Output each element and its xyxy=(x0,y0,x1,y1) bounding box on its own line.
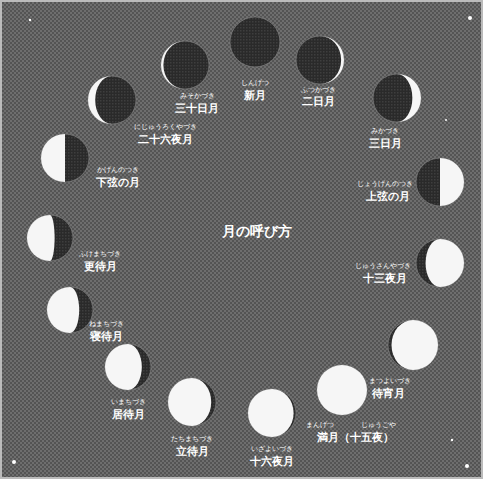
furigana-reading: まんげつ xyxy=(306,422,334,429)
furigana-reading: かげんのつき xyxy=(97,167,139,174)
moon-phase: いざよいづき十六夜月 xyxy=(248,389,296,437)
moon-disc xyxy=(161,41,209,89)
furigana-reading: じょうげんのつき xyxy=(357,181,413,188)
moon-phase: じゅうさんやづき十三夜月 xyxy=(416,239,464,287)
moon-disc xyxy=(388,320,438,370)
moon-phase: ふつかづき二日月 xyxy=(296,36,344,84)
moon-disc xyxy=(416,158,464,206)
diagram-title: 月の呼び方 xyxy=(222,223,292,241)
moon-name: 十三夜月 xyxy=(363,273,407,284)
furigana-reading: みそかづき xyxy=(180,93,215,100)
moon-name: 十六夜月 xyxy=(250,456,294,467)
moon-name: 満月（十五夜） xyxy=(317,432,394,443)
moon-phase: みかづき三日月 xyxy=(373,74,421,122)
furigana-reading: ねまちづき xyxy=(89,321,124,328)
moon-name: 更待月 xyxy=(84,261,117,272)
moon-disc xyxy=(27,215,73,261)
moon-phase: かげんのつき下弦の月 xyxy=(41,134,89,182)
moon-disc xyxy=(47,287,93,333)
moon-name: 居待月 xyxy=(112,409,145,420)
moon-disc xyxy=(296,36,344,84)
furigana-reading: いまちづき xyxy=(111,399,146,406)
moon-name: 二日月 xyxy=(302,96,335,107)
furigana-reading: まつよいづき xyxy=(369,378,411,385)
moon-name: 三日月 xyxy=(369,138,402,149)
moon-name: 下弦の月 xyxy=(96,177,140,188)
furigana-reading: じゅうごや xyxy=(361,422,396,429)
stars xyxy=(12,16,472,468)
moon-disc xyxy=(88,76,136,124)
moon-phase: たちまちづき立待月 xyxy=(168,378,216,426)
moon-name: 寝待月 xyxy=(90,331,123,342)
moon-name: 待宵月 xyxy=(372,388,405,399)
moon-phase: ふけまちづき更待月 xyxy=(27,215,73,261)
moon-disc xyxy=(317,365,367,415)
moon-disc xyxy=(248,389,296,437)
moon-name: 立待月 xyxy=(176,446,209,457)
moon-disc xyxy=(373,74,421,122)
moon-phase: いまちづき居待月 xyxy=(105,344,151,390)
moon-name: 新月 xyxy=(244,90,266,101)
moon-phase: しんげつ新月 xyxy=(230,17,280,67)
moon-name: 上弦の月 xyxy=(366,191,410,202)
furigana-reading: ふけまちづき xyxy=(79,251,121,258)
furigana-reading: みかづき xyxy=(371,128,399,135)
moon-phase: まんげつじゅうごや満月（十五夜） xyxy=(317,365,367,415)
moon-phase: にじゅうろくやづき二十六夜月 xyxy=(88,76,136,124)
moon-phase: ねまちづき寝待月 xyxy=(47,287,93,333)
moon-name: 二十六夜月 xyxy=(138,134,193,145)
moon-phase: まつよいづき待宵月 xyxy=(388,320,438,370)
moon-disc xyxy=(41,134,89,182)
moon-disc xyxy=(230,17,280,67)
furigana-reading: たちまちづき xyxy=(171,436,213,443)
moon-name: 三十日月 xyxy=(175,103,219,114)
furigana-reading: しんげつ xyxy=(241,80,269,87)
moon-disc xyxy=(416,239,464,287)
furigana-reading: じゅうさんやづき xyxy=(355,263,411,270)
moon-disc xyxy=(168,378,216,426)
moon-phase: みそかづき三十日月 xyxy=(161,41,209,89)
moon-phase: じょうげんのつき上弦の月 xyxy=(416,158,464,206)
furigana-reading: にじゅうろくやづき xyxy=(134,124,197,131)
furigana-reading: ふつかづき xyxy=(301,87,336,94)
furigana-reading: いざよいづき xyxy=(251,446,293,453)
moon-disc xyxy=(105,344,151,390)
